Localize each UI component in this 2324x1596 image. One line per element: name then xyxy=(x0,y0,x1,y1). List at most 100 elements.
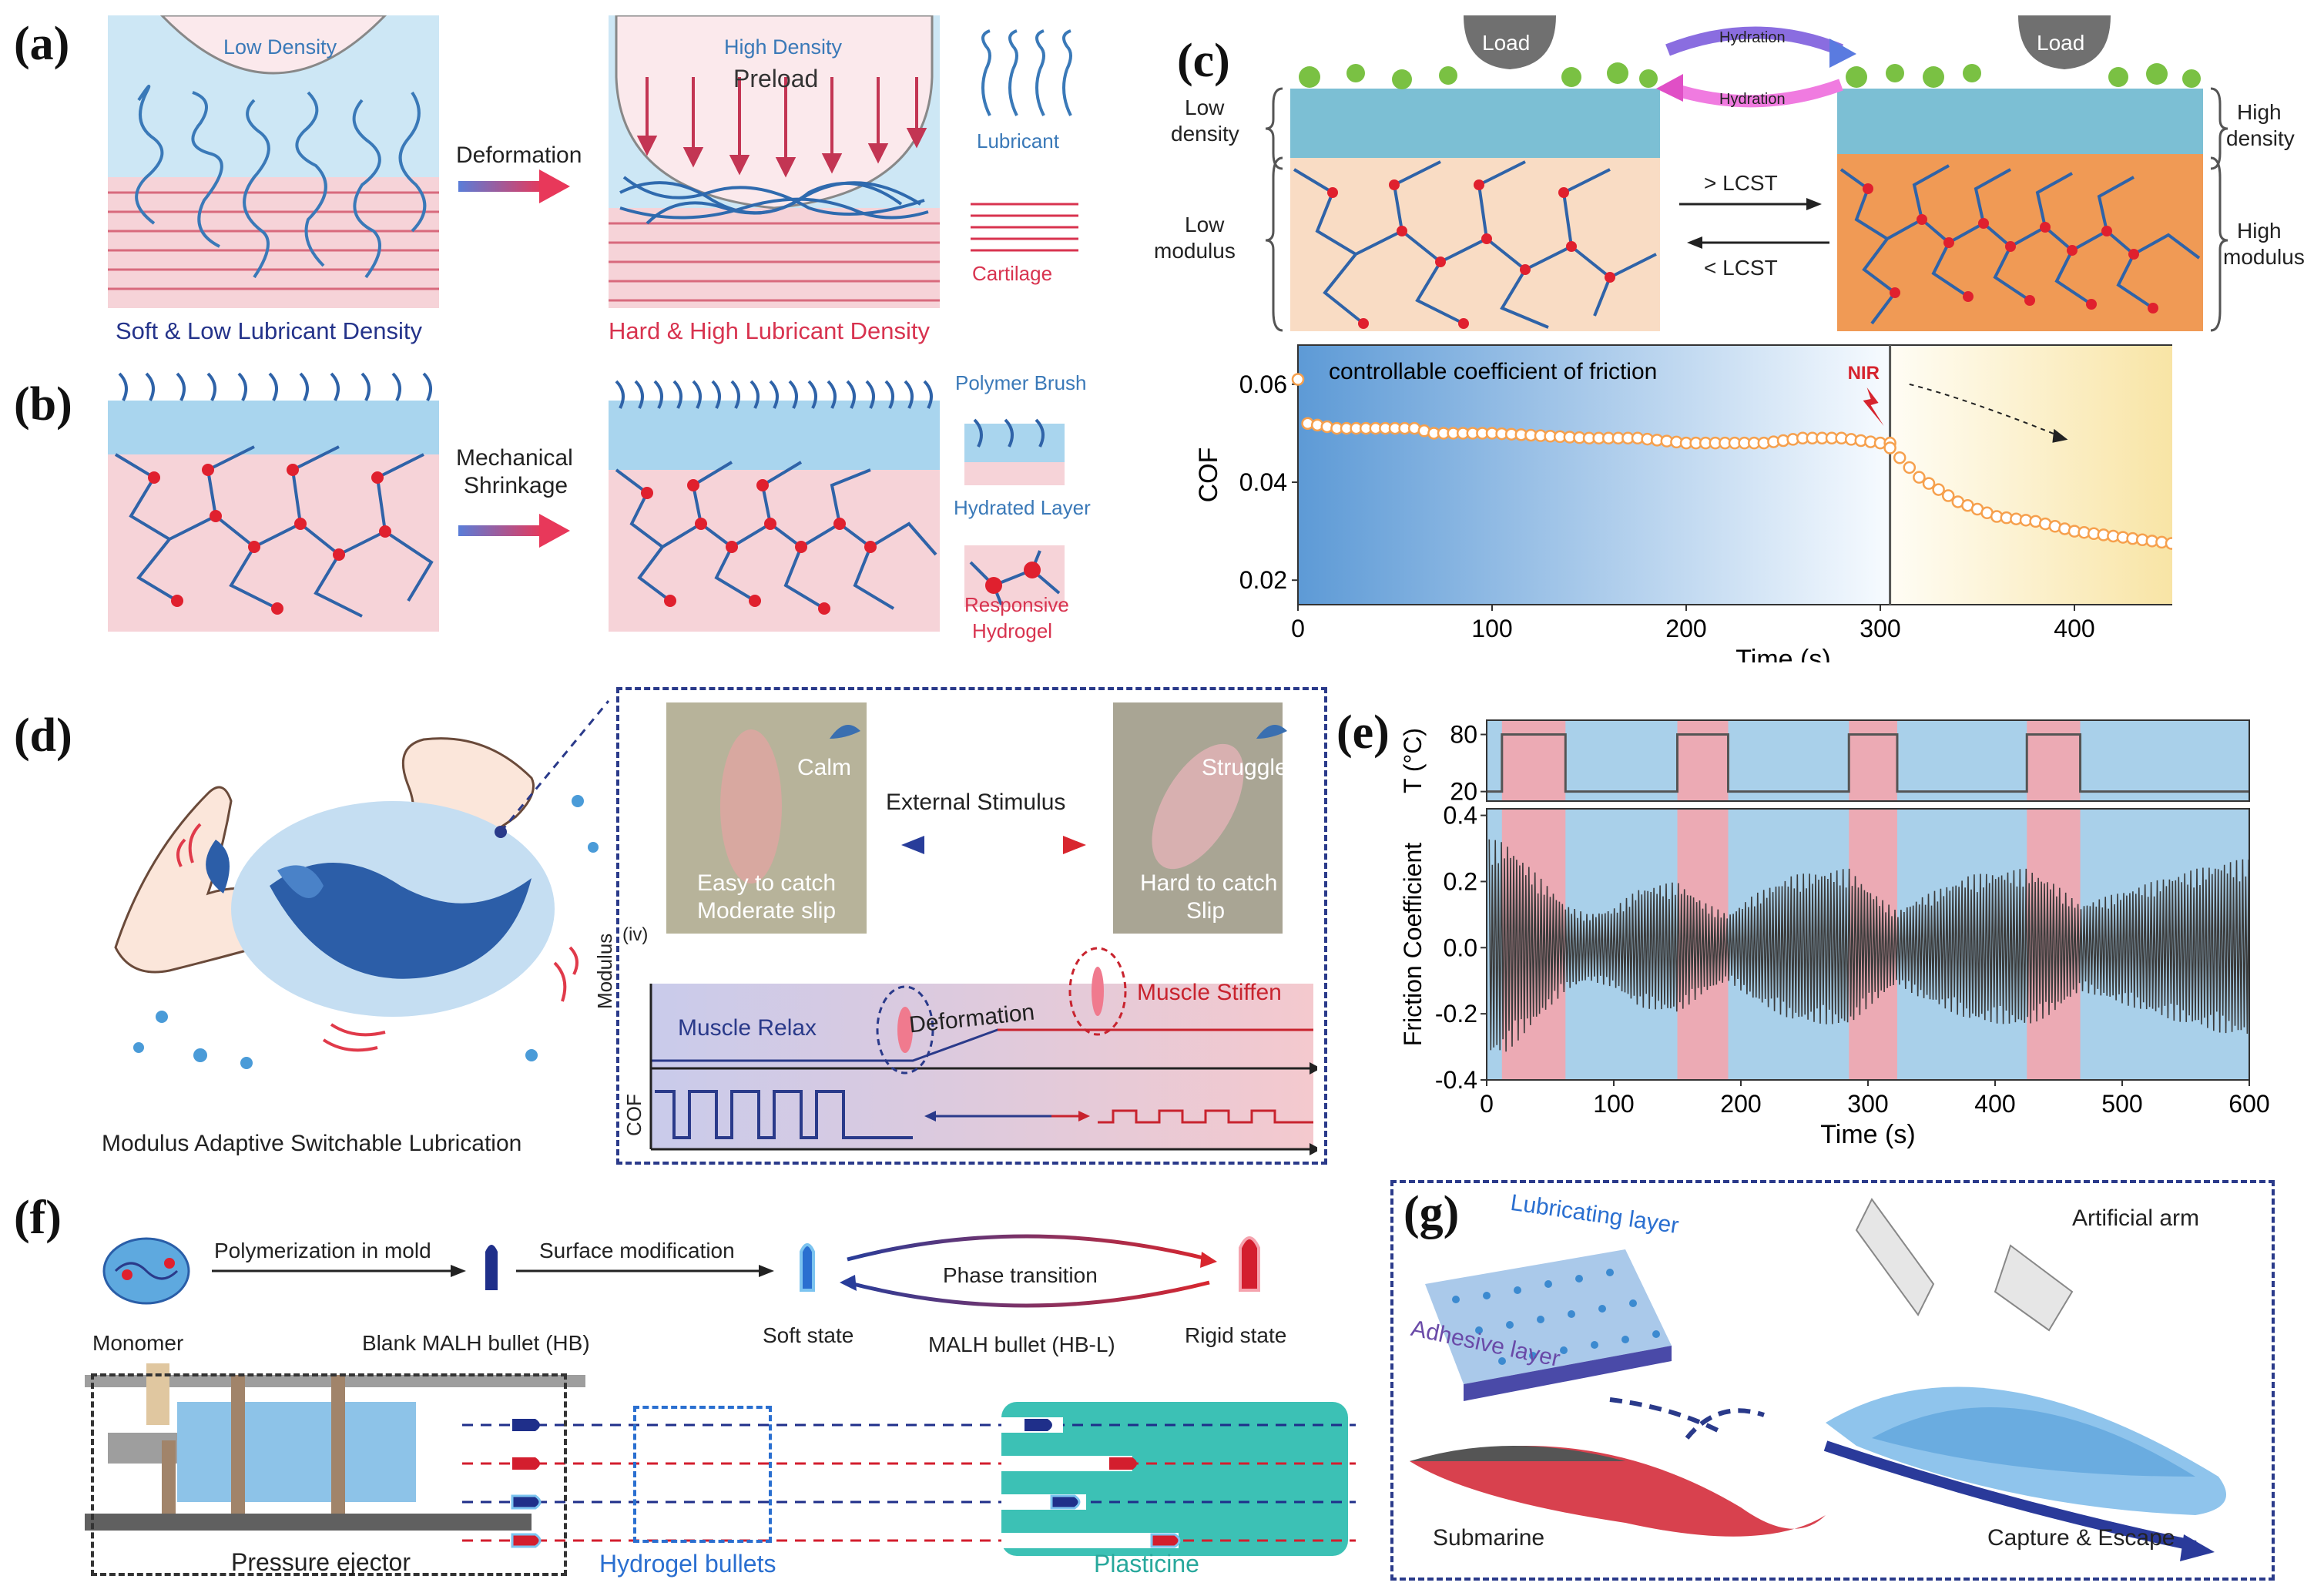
f-step3: Phase transition xyxy=(943,1263,1098,1287)
e-y-tick-label: 0.2 xyxy=(1444,867,1477,895)
a-arrow-label: Deformation xyxy=(456,142,582,168)
c-data-point xyxy=(1932,483,1945,496)
e-y-tick-label: -0.2 xyxy=(1435,1000,1477,1028)
c-x-tick-label: 100 xyxy=(1471,615,1512,642)
panel-a-illustration xyxy=(108,15,1078,308)
c-x-axis-title: Time (s) xyxy=(1735,645,1830,662)
e-y-tick-label: 0.4 xyxy=(1444,802,1477,830)
panel-label-f: (f) xyxy=(14,1192,62,1244)
g-capture: Capture & Escape xyxy=(1987,1525,2175,1551)
e-heating-band-temp xyxy=(1849,720,1897,801)
c-y-axis-title: COF xyxy=(1194,448,1223,503)
b-arrow-label-1: Mechanical xyxy=(456,445,573,471)
panel-label-g: (g) xyxy=(1403,1187,1460,1239)
e-x-tick-label: 400 xyxy=(1974,1090,2015,1118)
c-background-after xyxy=(1890,345,2172,605)
f-ejector: Pressure ejector xyxy=(231,1548,411,1576)
c-background-before xyxy=(1298,345,1890,605)
a-legend-lubricant: Lubricant xyxy=(977,129,1059,153)
c-y-tick-label: 0.06 xyxy=(1239,370,1287,398)
c-annotation: controllable coefficient of friction xyxy=(1329,359,1657,384)
c-x-tick-label: 200 xyxy=(1665,615,1706,642)
d-stiffen: Muscle Stiffen xyxy=(1137,980,1282,1005)
d-inset-box xyxy=(616,687,1327,1165)
e-y-tick-label: 0.0 xyxy=(1444,934,1477,961)
c-y-tick-label: 0.04 xyxy=(1239,468,1287,496)
d-modulus-axis: Modulus xyxy=(593,933,616,1009)
c-load-right: Load xyxy=(2037,31,2085,55)
d-left-photo-2: Moderate slip xyxy=(697,898,837,924)
f-monomer: Monomer xyxy=(92,1331,184,1355)
b-legend-brush: Polymer Brush xyxy=(955,371,1087,394)
d-left-photo-1: Easy to catch xyxy=(697,870,837,896)
e-temperature-line xyxy=(1487,733,2249,793)
e-heating-band-temp xyxy=(1501,720,1566,801)
f-bullets: Hydrogel bullets xyxy=(599,1550,776,1578)
c-high-modulus-1: High xyxy=(2237,219,2282,243)
e-x-tick-label: 600 xyxy=(2228,1090,2269,1118)
c-low-modulus-2: modulus xyxy=(1154,239,1236,263)
chart-c: 01002003004005000.020.040.06 controllabl… xyxy=(1194,344,2172,662)
a-high-density: High Density xyxy=(724,35,843,59)
e-x-tick-label: 500 xyxy=(2101,1090,2142,1118)
g-box xyxy=(1390,1180,2275,1581)
b-arrow-label-2: Shrinkage xyxy=(464,473,568,498)
d-right-photo-2: Slip xyxy=(1186,898,1226,924)
panel-label-b: (b) xyxy=(14,378,72,431)
g-arm: Artificial arm xyxy=(2072,1205,2200,1231)
d-calm: Calm xyxy=(797,755,852,780)
c-data-point xyxy=(1903,461,1917,474)
e-temp-axis-title: T (°C) xyxy=(1399,728,1427,793)
panel-label-d: (d) xyxy=(14,709,72,762)
c-load-left: Load xyxy=(1482,31,1531,55)
e-x-tick-label: 300 xyxy=(1847,1090,1888,1118)
f-step2: Surface modification xyxy=(539,1239,735,1262)
e-temp-frame xyxy=(1486,719,2250,802)
f-malh: MALH bullet (HB-L) xyxy=(928,1333,1115,1356)
f-blank: Blank MALH bullet (HB) xyxy=(362,1331,590,1355)
e-x-tick-label: 200 xyxy=(1720,1090,1761,1118)
c-lt-lcst: < LCST xyxy=(1704,256,1778,280)
c-data-point xyxy=(1893,451,1906,464)
f-plasticine: Plasticine xyxy=(1094,1550,1199,1578)
e-y-tick-label: -0.4 xyxy=(1435,1066,1477,1094)
d-iv: (iv) xyxy=(622,924,649,945)
panel-c-illustration xyxy=(1265,15,2228,332)
c-low-density-1: Low xyxy=(1185,96,1225,119)
c-hydration-top: Hydration xyxy=(1719,29,1786,46)
c-hydration-bottom: Hydration xyxy=(1719,91,1786,108)
c-high-modulus-2: modulus xyxy=(2223,245,2305,269)
f-ejector-box xyxy=(91,1373,567,1576)
a-preload: Preload xyxy=(733,65,819,92)
f-rigid: Rigid state xyxy=(1185,1323,1287,1347)
f-step1: Polymerization in mold xyxy=(214,1239,431,1262)
a-left-caption: Soft & Low Lubricant Density xyxy=(116,317,423,344)
e-temp-tick-label: 20 xyxy=(1450,778,1477,806)
b-legend-hydrogel-2: Hydrogel xyxy=(972,619,1053,642)
e-friction-signal xyxy=(1488,839,2250,1052)
c-low-density-2: density xyxy=(1171,122,1239,146)
c-data-point xyxy=(1913,471,1926,484)
e-heating-band-temp xyxy=(1677,720,1729,801)
e-x-tick-label: 100 xyxy=(1593,1090,1634,1118)
c-x-tick-label: 0 xyxy=(1291,615,1305,642)
c-plot-frame xyxy=(1297,344,2172,605)
c-data-point xyxy=(1883,441,1896,454)
c-high-density-1: High xyxy=(2237,100,2282,124)
a-right-caption: Hard & High Lubricant Density xyxy=(609,317,930,344)
panel-label-a: (a) xyxy=(14,18,70,70)
d-relax: Muscle Relax xyxy=(678,1015,817,1041)
panel-f-illustration xyxy=(85,1234,1356,1556)
d-inset-illustration xyxy=(649,702,1317,1155)
e-y-axis-title: Friction Coefficient xyxy=(1399,843,1427,1047)
a-low-density: Low Density xyxy=(223,35,337,59)
fish-hands-illustration xyxy=(114,700,610,1069)
c-data-point xyxy=(2165,537,2172,550)
panel-label-e: (e) xyxy=(1336,706,1390,759)
c-low-modulus-1: Low xyxy=(1185,213,1225,236)
a-legend-cartilage: Cartilage xyxy=(972,262,1053,285)
d-stimulus: External Stimulus xyxy=(886,790,1066,815)
b-legend-hydrated: Hydrated Layer xyxy=(954,496,1091,519)
d-caption: Modulus Adaptive Switchable Lubrication xyxy=(102,1131,522,1156)
